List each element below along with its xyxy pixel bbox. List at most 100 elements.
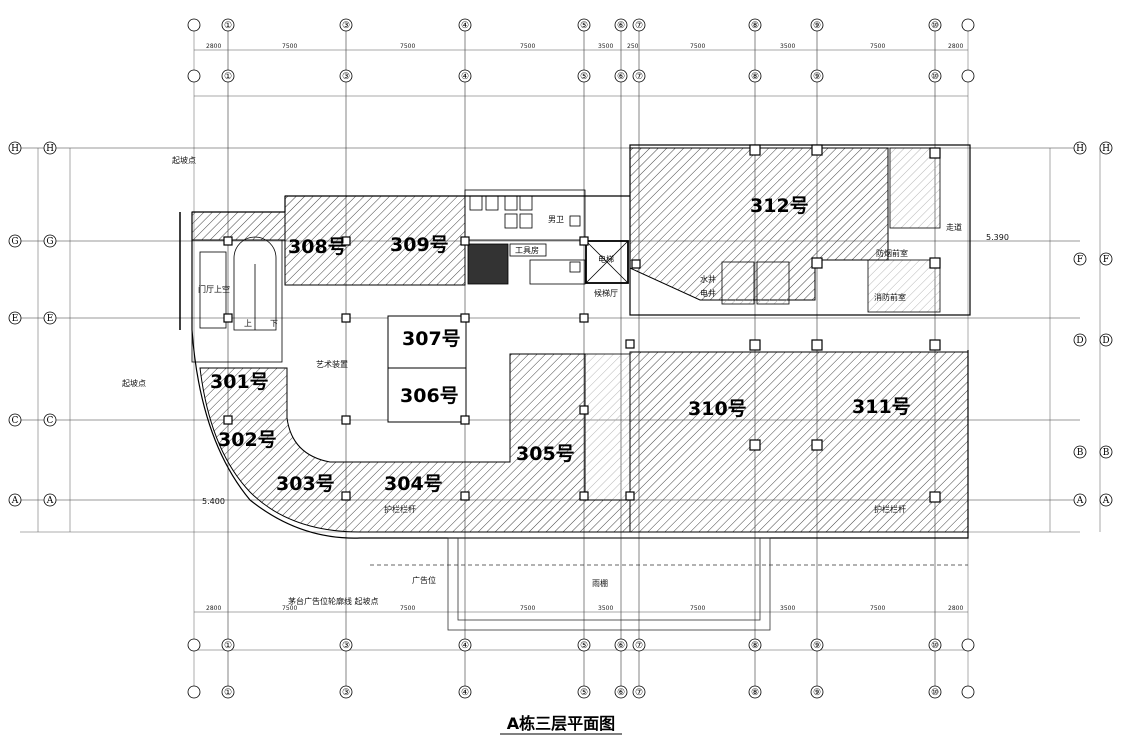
unit-305-label: 305号 <box>516 443 575 465</box>
unit-302-label: 302号 <box>218 429 277 451</box>
svg-text:⑥: ⑥ <box>617 641 625 651</box>
start-point-left: 起坡点 <box>122 378 146 388</box>
svg-text:7500: 7500 <box>870 43 885 50</box>
unit-304-label: 304号 <box>384 473 443 495</box>
axis-bubbles-side <box>8 141 1113 507</box>
svg-text:F: F <box>1077 255 1083 265</box>
svg-text:7500: 7500 <box>690 605 705 612</box>
elevator-hall-label: 候梯厅 <box>594 288 618 298</box>
svg-text:⑦: ⑦ <box>635 21 643 31</box>
svg-text:①: ① <box>224 688 232 698</box>
elec-well-label: 电井 <box>700 288 716 298</box>
svg-text:E: E <box>12 314 19 324</box>
svg-text:⑩: ⑩ <box>931 688 939 698</box>
stairs-down-label: 下 <box>270 319 278 328</box>
svg-text:7500: 7500 <box>282 43 297 50</box>
start-point-top: 起坡点 <box>172 155 196 165</box>
art-installation-label: 艺术装置 <box>316 359 348 369</box>
svg-text:⑤: ⑤ <box>580 72 588 82</box>
svg-text:①: ① <box>224 72 232 82</box>
svg-text:⑩: ⑩ <box>931 641 939 651</box>
svg-text:⑥: ⑥ <box>617 21 625 31</box>
door-hall-upper-label: 门厅上空 <box>198 284 230 294</box>
unit-303-label: 303号 <box>276 473 335 495</box>
unit-308-label: 308号 <box>288 236 347 258</box>
elevation-left: 5.400 <box>202 497 225 506</box>
svg-text:A: A <box>1076 496 1084 506</box>
svg-text:2800: 2800 <box>948 43 963 50</box>
svg-text:⑦: ⑦ <box>635 72 643 82</box>
svg-text:A: A <box>46 496 54 506</box>
ad-note-label: 茅台广告位轮廓线 起坡点 <box>288 596 379 606</box>
svg-text:⑨: ⑨ <box>813 21 821 31</box>
svg-text:⑩: ⑩ <box>931 72 939 82</box>
svg-text:7500: 7500 <box>870 605 885 612</box>
canopy-outline <box>370 537 968 631</box>
svg-text:7500: 7500 <box>520 43 535 50</box>
svg-text:3500: 3500 <box>780 43 795 50</box>
fire-room-label: 消防前室 <box>874 292 906 302</box>
svg-text:A: A <box>1102 496 1110 506</box>
corridor-label: 走道 <box>946 222 962 232</box>
dimension-text-top: 2800 7500 7500 7500 3500 250 7500 3500 7… <box>206 43 963 50</box>
unit-labels: 301号 302号 303号 304号 305号 306号 307号 308号 … <box>210 195 911 495</box>
svg-text:H: H <box>46 144 54 154</box>
svg-text:⑧: ⑧ <box>751 688 759 698</box>
tool-room-label: 工具房 <box>515 245 539 255</box>
annotations: 起坡点 起坡点 艺术装置 门厅上空 男卫 工具房 电梯 候梯厅 走道 5.390… <box>122 155 1009 606</box>
axis-bubble-labels: ① ③ ④ ⑤ ⑥ ⑦ ⑧ ⑨ ⑩ ① ③ ④ ⑤ ⑥ ⑦ ⑧ ⑨ ⑩ ① ③ … <box>224 21 939 698</box>
svg-text:⑨: ⑨ <box>813 688 821 698</box>
dimension-text-bottom: 2800 7500 7500 7500 3500 7500 3500 7500 … <box>206 605 963 612</box>
svg-text:①: ① <box>224 641 232 651</box>
svg-text:⑨: ⑨ <box>813 72 821 82</box>
structural-columns <box>223 144 941 503</box>
svg-text:7500: 7500 <box>520 605 535 612</box>
svg-text:G: G <box>11 237 18 247</box>
drawing-title: A栋三层平面图 <box>507 714 615 733</box>
svg-text:⑤: ⑤ <box>580 641 588 651</box>
svg-text:⑩: ⑩ <box>931 21 939 31</box>
svg-text:⑨: ⑨ <box>813 641 821 651</box>
left-stair <box>179 212 283 363</box>
svg-text:H: H <box>11 144 19 154</box>
svg-text:A: A <box>11 496 19 506</box>
svg-text:7500: 7500 <box>282 605 297 612</box>
svg-text:250: 250 <box>627 43 639 50</box>
svg-text:⑦: ⑦ <box>635 688 643 698</box>
service-core <box>464 189 629 285</box>
svg-text:H: H <box>1076 144 1084 154</box>
svg-text:2800: 2800 <box>206 605 221 612</box>
unit-312-area <box>629 147 889 301</box>
svg-text:④: ④ <box>461 641 469 651</box>
svg-text:①: ① <box>224 21 232 31</box>
toilet-label: 男卫 <box>548 215 564 224</box>
svg-text:③: ③ <box>342 641 350 651</box>
svg-text:⑧: ⑧ <box>751 641 759 651</box>
svg-text:⑤: ⑤ <box>580 688 588 698</box>
svg-text:F: F <box>1103 255 1109 265</box>
svg-text:D: D <box>1076 336 1083 346</box>
unit-309-label: 309号 <box>390 234 449 256</box>
svg-text:3500: 3500 <box>780 605 795 612</box>
canopy-label: 雨棚 <box>592 578 608 588</box>
unit-310-311-area <box>629 351 969 533</box>
svg-text:④: ④ <box>461 21 469 31</box>
svg-text:H: H <box>1102 144 1110 154</box>
svg-text:B: B <box>1077 448 1084 458</box>
svg-text:④: ④ <box>461 688 469 698</box>
svg-text:⑧: ⑧ <box>751 21 759 31</box>
dimension-lines <box>37 49 1101 651</box>
svg-text:B: B <box>1103 448 1110 458</box>
svg-text:C: C <box>12 416 19 426</box>
svg-text:7500: 7500 <box>690 43 705 50</box>
svg-text:3500: 3500 <box>598 605 613 612</box>
smoke-room-label: 防烟前室 <box>876 248 908 258</box>
stair-core-hatched <box>584 147 941 501</box>
railing-label-a: 护栏栏杆 <box>384 504 416 514</box>
unit-307-label: 307号 <box>402 328 461 350</box>
svg-text:2800: 2800 <box>948 605 963 612</box>
svg-text:E: E <box>47 314 54 324</box>
svg-text:③: ③ <box>342 21 350 31</box>
